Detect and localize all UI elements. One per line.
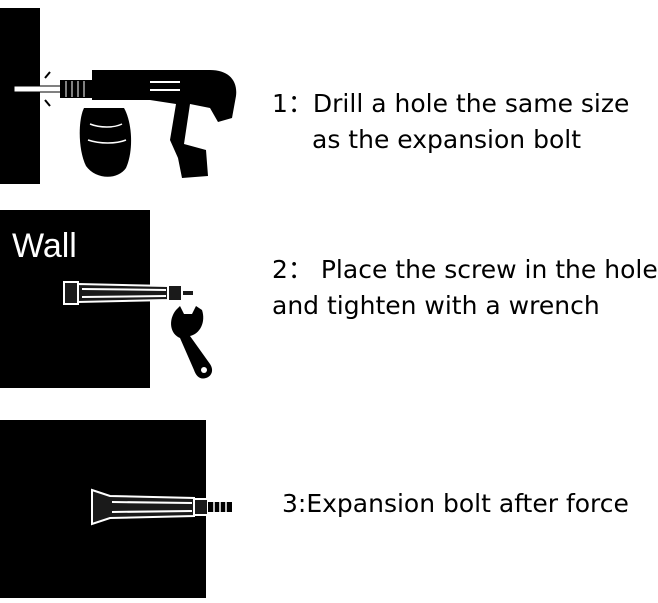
step-3-instruction: 3:Expansion bolt after force xyxy=(282,486,629,522)
step-2-illustration xyxy=(0,210,213,388)
drill-bit xyxy=(13,85,63,93)
expansion-bolt-icon xyxy=(63,281,195,305)
step-2-line-2: and tighten with a wrench xyxy=(272,291,600,320)
step-1-line-2: as the expansion bolt xyxy=(312,125,582,154)
step-1-line-1: 1：Drill a hole the same size xyxy=(272,89,630,118)
wall-label: Wall xyxy=(12,227,77,265)
step-2-line-1: 2： Place the screw in the hole xyxy=(272,255,658,284)
drill-icon xyxy=(92,70,237,178)
hole-spark-icon xyxy=(44,71,51,107)
step-1-instruction: 1：Drill a hole the same size as the expa… xyxy=(272,86,629,158)
step-2-instruction: 2： Place the screw in the hole and tight… xyxy=(272,252,658,324)
step-3-illustration xyxy=(0,420,232,598)
expanded-bolt-icon xyxy=(91,488,209,526)
wrench-icon xyxy=(171,306,213,379)
step-1-illustration xyxy=(0,8,237,184)
drill-chuck xyxy=(60,80,94,98)
wall-1 xyxy=(0,8,40,184)
step-3-line-1: 3:Expansion bolt after force xyxy=(282,489,629,518)
